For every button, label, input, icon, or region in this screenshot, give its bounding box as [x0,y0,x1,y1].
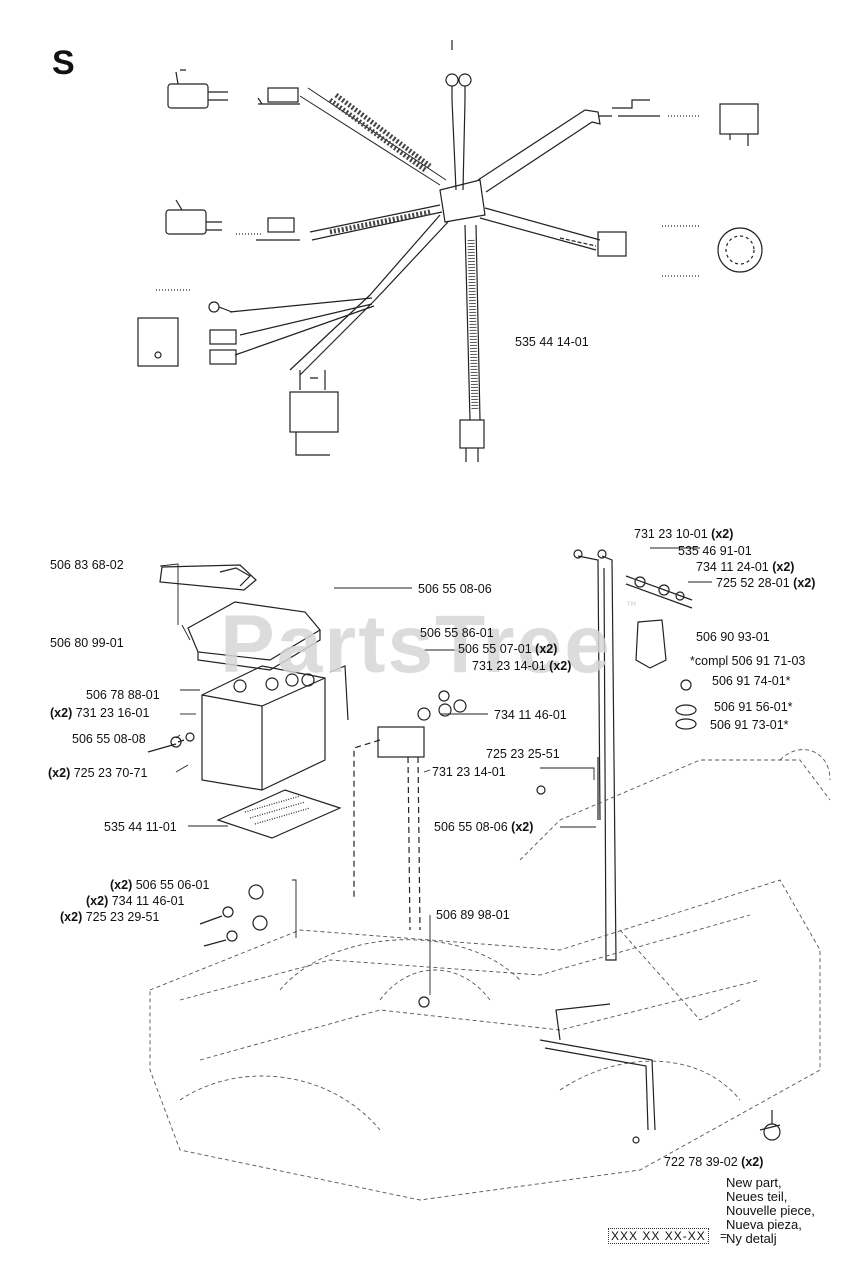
legend-line: Nouvelle piece, [726,1203,815,1218]
part-label[interactable]: (x2) 731 23 16-01 [50,706,150,720]
part-label[interactable]: 506 55 08-08 [72,732,146,746]
legend-line: Neues teil, [726,1189,788,1204]
legend-line: Nueva pieza, [726,1217,802,1232]
part-label[interactable]: (x2) 725 23 70-71 [48,766,148,780]
part-label[interactable]: 535 44 11-01 [104,820,177,834]
part-label[interactable]: 535 46 91-01 [678,544,752,558]
part-label[interactable]: 506 89 98-01 [436,908,510,922]
part-label[interactable]: 506 55 07-01 (x2) [458,642,558,656]
legend-key-sample: XXX XX XX-XX [608,1228,709,1244]
part-label[interactable]: 506 91 73-01* [710,718,789,732]
legend-equals: = [720,1229,728,1243]
battery-assembly-drawing [147,549,831,1201]
watermark-trademark: ™ [626,600,637,612]
part-label[interactable]: (x2) 725 23 29-51 [60,910,160,924]
part-label[interactable]: 506 55 08-06 [418,582,492,596]
part-label[interactable]: (x2) 506 55 06-01 [110,878,210,892]
part-label[interactable]: 506 91 74-01* [712,674,791,688]
new-part-legend: New part, Neues teil, Nouvelle piece, Nu… [726,1176,815,1246]
part-label[interactable]: 506 91 56-01* [714,700,793,714]
part-label[interactable]: 734 11 24-01 (x2) [696,560,795,574]
wiring-harness-drawing [137,40,763,462]
section-letter: S [52,44,75,82]
part-label[interactable]: 725 52 28-01 (x2) [716,576,816,590]
harness-part-label: 535 44 14-01 [515,335,589,349]
part-label[interactable]: 506 83 68-02 [50,558,124,572]
part-label[interactable]: 731 23 14-01 [432,765,506,779]
part-label[interactable]: 506 55 86-01 [420,626,494,640]
part-label[interactable]: 722 78 39-02 (x2) [664,1155,764,1169]
watermark: PartsTree [220,599,612,690]
leader-lines [159,547,712,995]
part-label[interactable]: *compl 506 91 71-03 [690,654,806,668]
legend-line: New part, [726,1175,782,1190]
legend-line: Ny detalj [726,1231,777,1246]
part-label[interactable]: 506 55 08-06 (x2) [434,820,534,834]
part-label[interactable]: (x2) 734 11 46-01 [86,894,185,908]
part-label[interactable]: 731 23 10-01 (x2) [634,527,734,541]
part-label[interactable]: 731 23 14-01 (x2) [472,659,572,673]
legend-key: XXX XX XX-XX = [608,1228,728,1244]
part-label[interactable]: 506 80 99-01 [50,636,124,650]
part-label[interactable]: 506 78 88-01 [86,688,160,702]
part-label[interactable]: 725 23 25-51 [486,747,560,761]
part-label[interactable]: 734 11 46-01 [494,708,567,722]
part-label[interactable]: 506 90 93-01 [696,630,770,644]
